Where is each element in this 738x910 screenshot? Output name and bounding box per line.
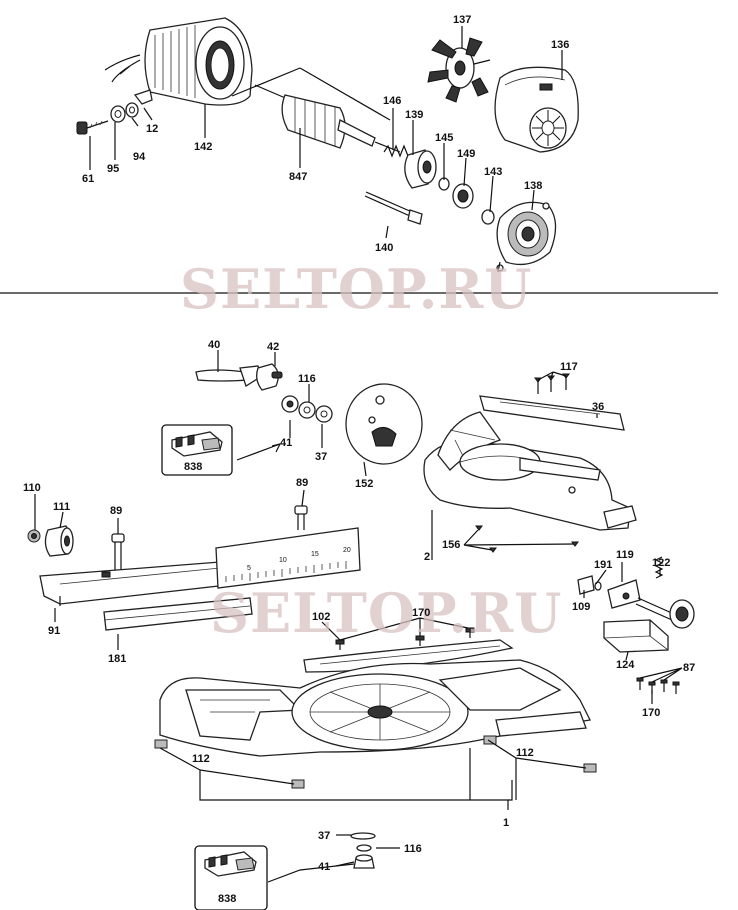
label-42: 42 — [267, 341, 279, 353]
part-42-knob — [256, 363, 283, 391]
part-109-plunger — [577, 575, 595, 595]
part-142-stator — [104, 17, 253, 106]
part-61-screw — [76, 120, 109, 135]
part-143-washer — [481, 209, 495, 225]
part-138-end-bell — [496, 201, 557, 273]
part-136-end-cap — [494, 66, 579, 153]
label-170-middle: 170 — [412, 607, 430, 619]
label-149: 149 — [457, 148, 475, 160]
part-1-base — [159, 659, 591, 757]
part-156-screws — [475, 525, 579, 553]
part-139-bearing — [404, 149, 437, 189]
label-152: 152 — [355, 478, 373, 490]
label-170-right: 170 — [642, 707, 660, 719]
label-136: 136 — [551, 39, 569, 51]
detail-box-838-upper — [161, 424, 233, 476]
label-124: 124 — [616, 659, 635, 671]
detail-box-838-lower — [194, 845, 268, 910]
label-61: 61 — [82, 173, 94, 185]
part-149-bearing — [452, 183, 474, 209]
label-1: 1 — [503, 817, 509, 829]
part-112-feet — [154, 735, 597, 789]
label-847: 847 — [289, 171, 307, 183]
miter-scale: 5 10 15 20 — [215, 527, 361, 589]
label-37: 37 — [315, 451, 327, 463]
label-89-left: 89 — [110, 505, 122, 517]
scale-mark-5: 5 — [247, 565, 251, 572]
label-838-lower: 838 — [218, 893, 236, 905]
label-112-right: 112 — [516, 747, 534, 759]
label-117: 117 — [560, 361, 578, 373]
part-847-armature — [231, 67, 401, 153]
label-191: 191 — [594, 559, 612, 571]
part-119-lock-lever — [607, 579, 695, 629]
label-119: 119 — [616, 549, 634, 561]
top-leader-lines — [89, 26, 563, 239]
label-2: 2 — [424, 551, 430, 563]
part-91-fence — [39, 561, 237, 606]
scale-mark-15: 15 — [311, 551, 319, 558]
label-12: 12 — [146, 123, 158, 135]
part-116-washer-bottom — [356, 844, 372, 852]
label-94: 94 — [133, 151, 146, 163]
part-122-spring — [654, 556, 664, 579]
label-838-upper: 838 — [184, 461, 202, 473]
label-140: 140 — [375, 242, 393, 254]
label-146: 146 — [383, 95, 401, 107]
label-116-bottom: 116 — [404, 843, 422, 855]
label-142: 142 — [194, 141, 212, 153]
part-111-knob — [44, 525, 74, 557]
label-109: 109 — [572, 601, 590, 613]
label-156: 156 — [442, 539, 460, 551]
part-labels: 137 136 12 146 139 145 149 143 138 61 95… — [23, 14, 695, 905]
part-37-washer-bottom — [350, 832, 376, 840]
label-143: 143 — [484, 166, 502, 178]
label-89-right: 89 — [296, 477, 308, 489]
part-152-plate — [345, 383, 423, 465]
label-36: 36 — [592, 401, 604, 413]
label-112-left: 112 — [192, 753, 210, 765]
part-110-nut — [27, 529, 41, 543]
label-87: 87 — [683, 662, 695, 674]
part-146-spring — [383, 144, 409, 158]
part-170-screws-right — [636, 677, 680, 694]
scale-mark-10: 10 — [279, 557, 287, 564]
part-12-clip — [133, 89, 153, 105]
label-37-bottom: 37 — [318, 830, 330, 842]
label-139: 139 — [405, 109, 423, 121]
label-145: 145 — [435, 132, 453, 144]
label-181: 181 — [108, 653, 126, 665]
part-124-bracket — [603, 619, 669, 653]
label-91: 91 — [48, 625, 60, 637]
part-89-bolt-right — [294, 505, 308, 530]
label-102: 102 — [312, 611, 330, 623]
bottom-leader-lines — [34, 350, 683, 883]
part-181-strip — [103, 597, 253, 631]
motor-assembly — [76, 17, 579, 273]
part-117-screws — [534, 373, 570, 394]
label-95: 95 — [107, 163, 119, 175]
label-41-bottom: 41 — [318, 861, 330, 873]
label-40: 40 — [208, 339, 220, 351]
part-137-fan — [427, 37, 491, 103]
watermark-middle: SELTOP.RU — [210, 581, 562, 645]
label-111: 111 — [53, 501, 70, 513]
part-140-bolt — [364, 191, 423, 225]
part-36-fence-plate — [479, 395, 625, 431]
label-122: 122 — [652, 557, 670, 569]
scale-mark-20: 20 — [343, 547, 351, 554]
label-41: 41 — [280, 437, 292, 449]
part-2-turntable-arm — [423, 411, 637, 531]
label-110: 110 — [23, 482, 41, 494]
part-41-nut-bottom — [353, 854, 375, 869]
label-137: 137 — [453, 14, 471, 26]
watermark-top: SELTOP.RU — [180, 257, 532, 321]
part-40-lock-handle — [195, 365, 263, 387]
label-138: 138 — [524, 180, 542, 192]
label-116: 116 — [298, 373, 316, 385]
